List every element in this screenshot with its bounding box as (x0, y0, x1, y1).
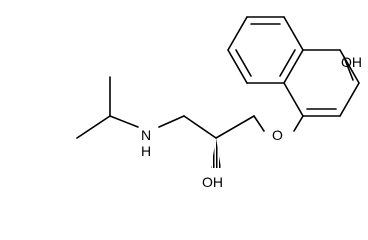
bond-chiral-ch2 (183, 115, 217, 139)
bond-oxygen-ch2 (253, 115, 265, 132)
amine-hydrogen-label: H (141, 143, 151, 159)
naphthalene-ring-system (227, 16, 360, 117)
bond-ring-oxygen (293, 115, 304, 132)
chemical-structure-diagram: OH O OH N H (76, 16, 362, 190)
aromatic-inner-bond (279, 49, 296, 77)
bond-ch2-chiral (215, 115, 255, 139)
bond (227, 49, 248, 84)
bond (227, 16, 248, 51)
atom-labels: OH O OH N H (141, 54, 362, 190)
bond-ch2-nitrogen (158, 115, 185, 128)
aromatic-inner-bond (343, 56, 354, 81)
hydroxyl-label-top: OH (341, 54, 362, 70)
hydroxyl-label-bottom: OH (202, 174, 223, 190)
amine-nitrogen-label: N (141, 127, 151, 143)
aromatic-inner-bond (235, 49, 252, 77)
bond (339, 82, 360, 117)
bond (283, 16, 304, 51)
bond (283, 49, 304, 84)
stereo-hashed-wedge (211, 138, 221, 168)
ether-oxygen-label: O (272, 127, 283, 143)
bond-ch-methyl-left (76, 115, 111, 139)
bond (339, 49, 360, 84)
side-chain (76, 76, 304, 168)
bond (283, 82, 304, 117)
bond-nitrogen-ch (109, 115, 139, 128)
